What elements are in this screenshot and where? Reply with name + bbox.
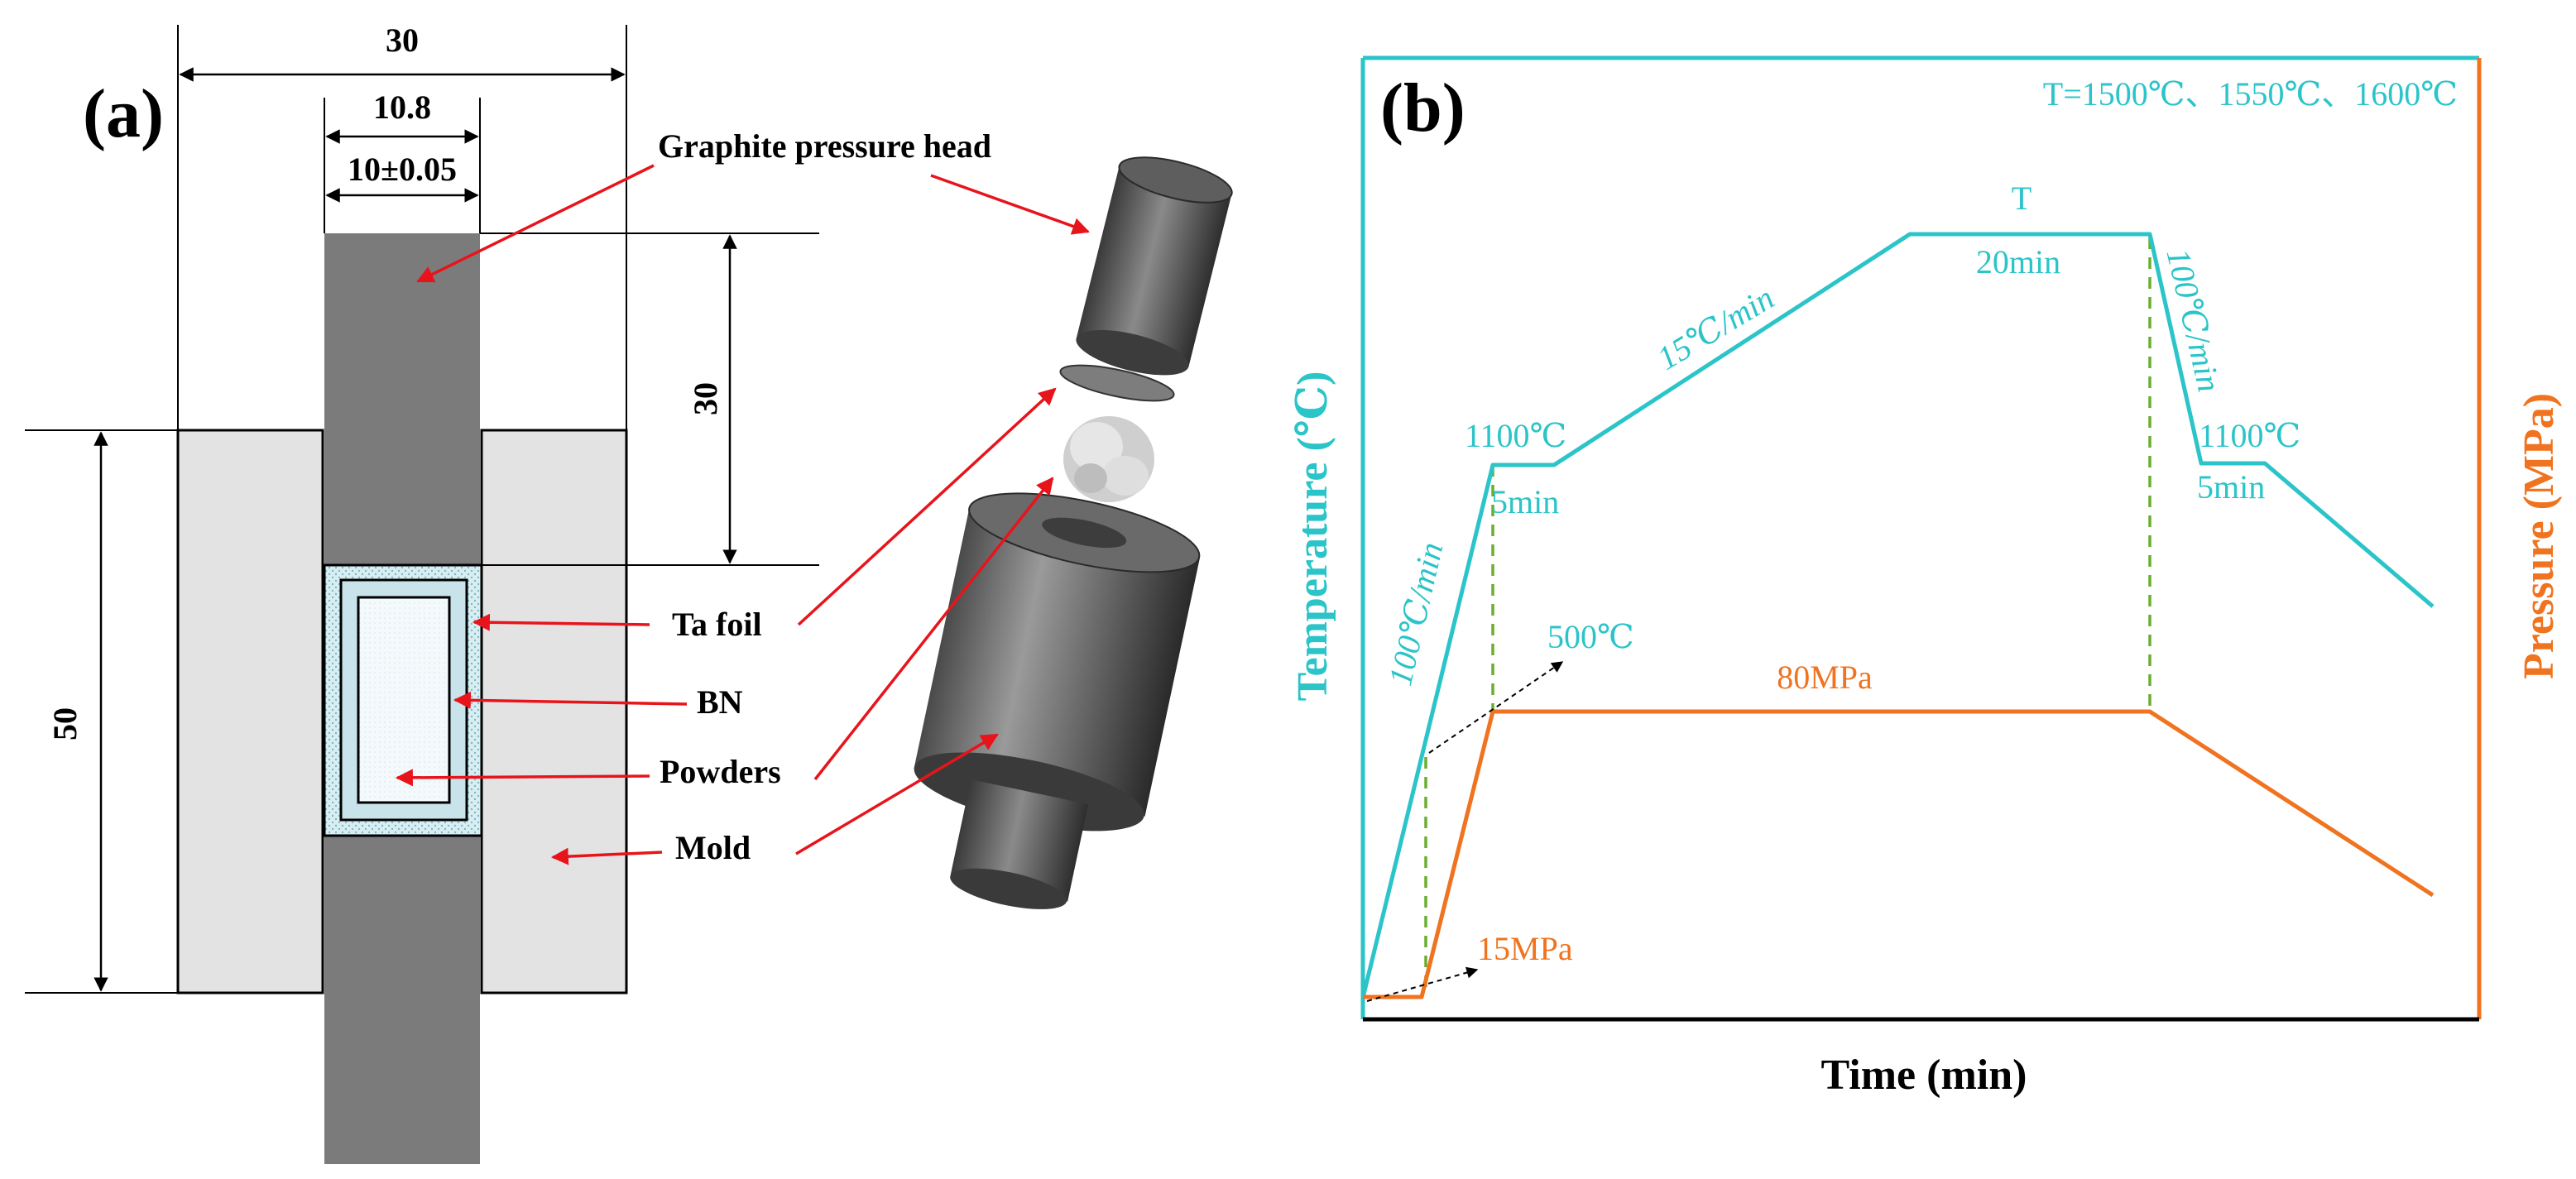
powders-region (357, 596, 451, 804)
panel-a-label: (a) (83, 75, 164, 152)
y-right-label: Pressure (MPa) (2516, 393, 2563, 679)
annotation-hold-b: 5min (2197, 468, 2265, 506)
label-powders: Powders (660, 753, 781, 790)
y-left-label: Temperature (℃) (1289, 371, 1336, 702)
label-graphite-head: Graphite pressure head (658, 127, 991, 165)
panel-b-label: (b) (1380, 69, 1465, 146)
temperature-curve (1360, 232, 2434, 999)
mold-left-block (176, 429, 324, 994)
dim-head-length: 30 (687, 382, 724, 415)
annotation-press-80: 80MPa (1777, 659, 1873, 696)
label-bn: BN (697, 683, 743, 721)
pressure-curve (1363, 709, 2434, 999)
mold-right-block (480, 429, 628, 994)
dim-outer-width: 30 (386, 22, 419, 59)
exploded-view (914, 156, 1233, 909)
temperature-note: T=1500℃、1550℃、1600℃ (2043, 75, 2458, 113)
annotation-temp-1100-b: 1100℃ (2199, 417, 2300, 454)
label-ta-foil: Ta foil (672, 606, 762, 643)
annotation-temp-500: 500℃ (1547, 618, 1634, 655)
panel-a: (a) 30 10.8 10±0.05 30 50 (25, 22, 1233, 1164)
annotation-temp-1100-a: 1100℃ (1465, 417, 1566, 454)
x-label: Time (min) (1821, 1052, 2027, 1099)
annotation-hold-a: 5min (1491, 483, 1559, 520)
dim-mold-height: 50 (46, 707, 84, 740)
annotation-press-15: 15MPa (1477, 930, 1573, 967)
dim-inner-width: 10±0.05 (348, 151, 457, 188)
annotation-peak-t: T (2012, 180, 2032, 217)
ta-foil-disc (1059, 364, 1175, 402)
powder-pile (1063, 416, 1154, 502)
panel-b: (b) T=1500℃、1550℃、1600℃ Temperature (℃) … (1289, 55, 2563, 1099)
annotation-hold-peak: 20min (1976, 243, 2060, 280)
dim-head-width: 10.8 (373, 89, 431, 126)
label-mold: Mold (675, 829, 751, 866)
annotation-rate-heat-1: 100℃/min (1381, 539, 1450, 688)
